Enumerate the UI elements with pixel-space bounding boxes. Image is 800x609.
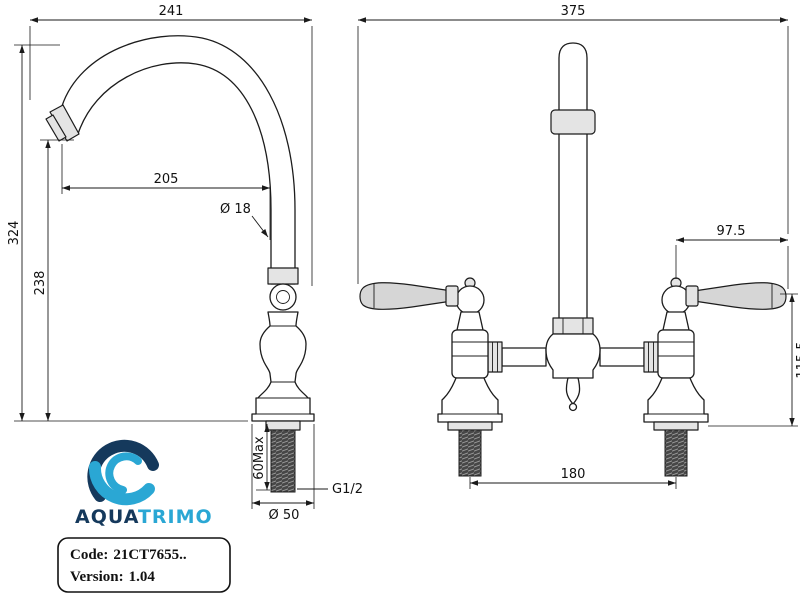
aquatrimo-logo-icon [87, 437, 159, 509]
column-coupling-ridges [562, 318, 584, 334]
dim-front-width-label: 375 [561, 4, 586, 19]
dim-side-height-spout-label: 238 [33, 271, 48, 296]
lever-tip-lines [373, 284, 773, 308]
info-box: Code: 21CT7655.. Version: 1.04 [57, 537, 231, 593]
side-extension-lines [14, 26, 315, 509]
tap-body [251, 311, 315, 422]
washer-right [653, 421, 699, 431]
info-box-border [57, 537, 231, 593]
dim-shank-length-label: 60Max [252, 436, 267, 480]
threaded-shank-side [270, 429, 296, 493]
info-version-value: 1.04 [129, 569, 156, 585]
coupling-ring-right [643, 341, 659, 373]
spout-joint-flange [269, 283, 297, 311]
locknut [265, 420, 301, 431]
base-skirt-right [643, 377, 709, 423]
threaded-shank-right [664, 429, 688, 477]
column-collar [550, 109, 596, 135]
aerator-tip [45, 114, 67, 142]
dim-side-reach-label: 205 [154, 172, 179, 187]
dim-side-width-label: 241 [159, 4, 184, 19]
washer-left [447, 421, 493, 431]
brand-trimo: TRIMO [138, 506, 213, 528]
valve-body-left [451, 329, 489, 379]
base-separator-lines [252, 325, 314, 415]
column-coupling [552, 317, 594, 335]
threaded-shank-left [458, 429, 482, 477]
bridge-pipe-left [501, 347, 547, 367]
bridge-pipe-right [599, 347, 645, 367]
valve-body-right [657, 329, 695, 379]
valve-bonnet-left [456, 311, 484, 331]
brand-wordmark: AQUATRIMO [75, 506, 213, 528]
dim-spout-diameter-leader [251, 215, 269, 238]
dim-base-diameter-label: Ø 50 [269, 508, 300, 523]
valve-body-ridges [452, 341, 694, 357]
brand-logo: AQUATRIMO [75, 437, 213, 528]
valve-bonnet-right [662, 311, 690, 331]
center-hub [545, 333, 601, 379]
front-view: 375 97.5 115.5 180 [357, 4, 800, 489]
info-code-value: 21CT7655.. [113, 547, 187, 563]
spout-union-nut [267, 267, 299, 285]
dim-handle-height-label: 115.5 [795, 341, 800, 378]
center-finial-ball [568, 402, 578, 412]
info-code-label: Code: [70, 547, 108, 563]
handle-ball-left [455, 285, 485, 315]
dim-tap-centers-label: 180 [561, 467, 586, 482]
side-view: 241 324 238 205 Ø 18 60Max G1/2 Ø 50 [7, 4, 363, 523]
brand-aqua: AQUA [75, 506, 139, 528]
spout-gooseneck [61, 35, 296, 285]
center-finial [565, 377, 581, 405]
dim-handle-offset-label: 97.5 [717, 224, 746, 239]
dim-spout-diameter-label: Ø 18 [220, 202, 251, 217]
lever-ferrule-right [685, 285, 699, 307]
lever-ferrule-left [445, 285, 459, 307]
base-skirt-left [437, 377, 503, 423]
thread-label: G1/2 [332, 482, 363, 497]
info-code-line: Code: 21CT7655.. [70, 547, 187, 563]
coupling-ridges [492, 342, 654, 372]
center-column [558, 42, 588, 335]
dim-side-height-total-label: 324 [7, 221, 22, 246]
info-version-label: Version: [70, 569, 124, 585]
coupling-ring-left [487, 341, 503, 373]
spout-joint-hub [276, 290, 290, 304]
info-version-line: Version: 1.04 [70, 569, 155, 585]
